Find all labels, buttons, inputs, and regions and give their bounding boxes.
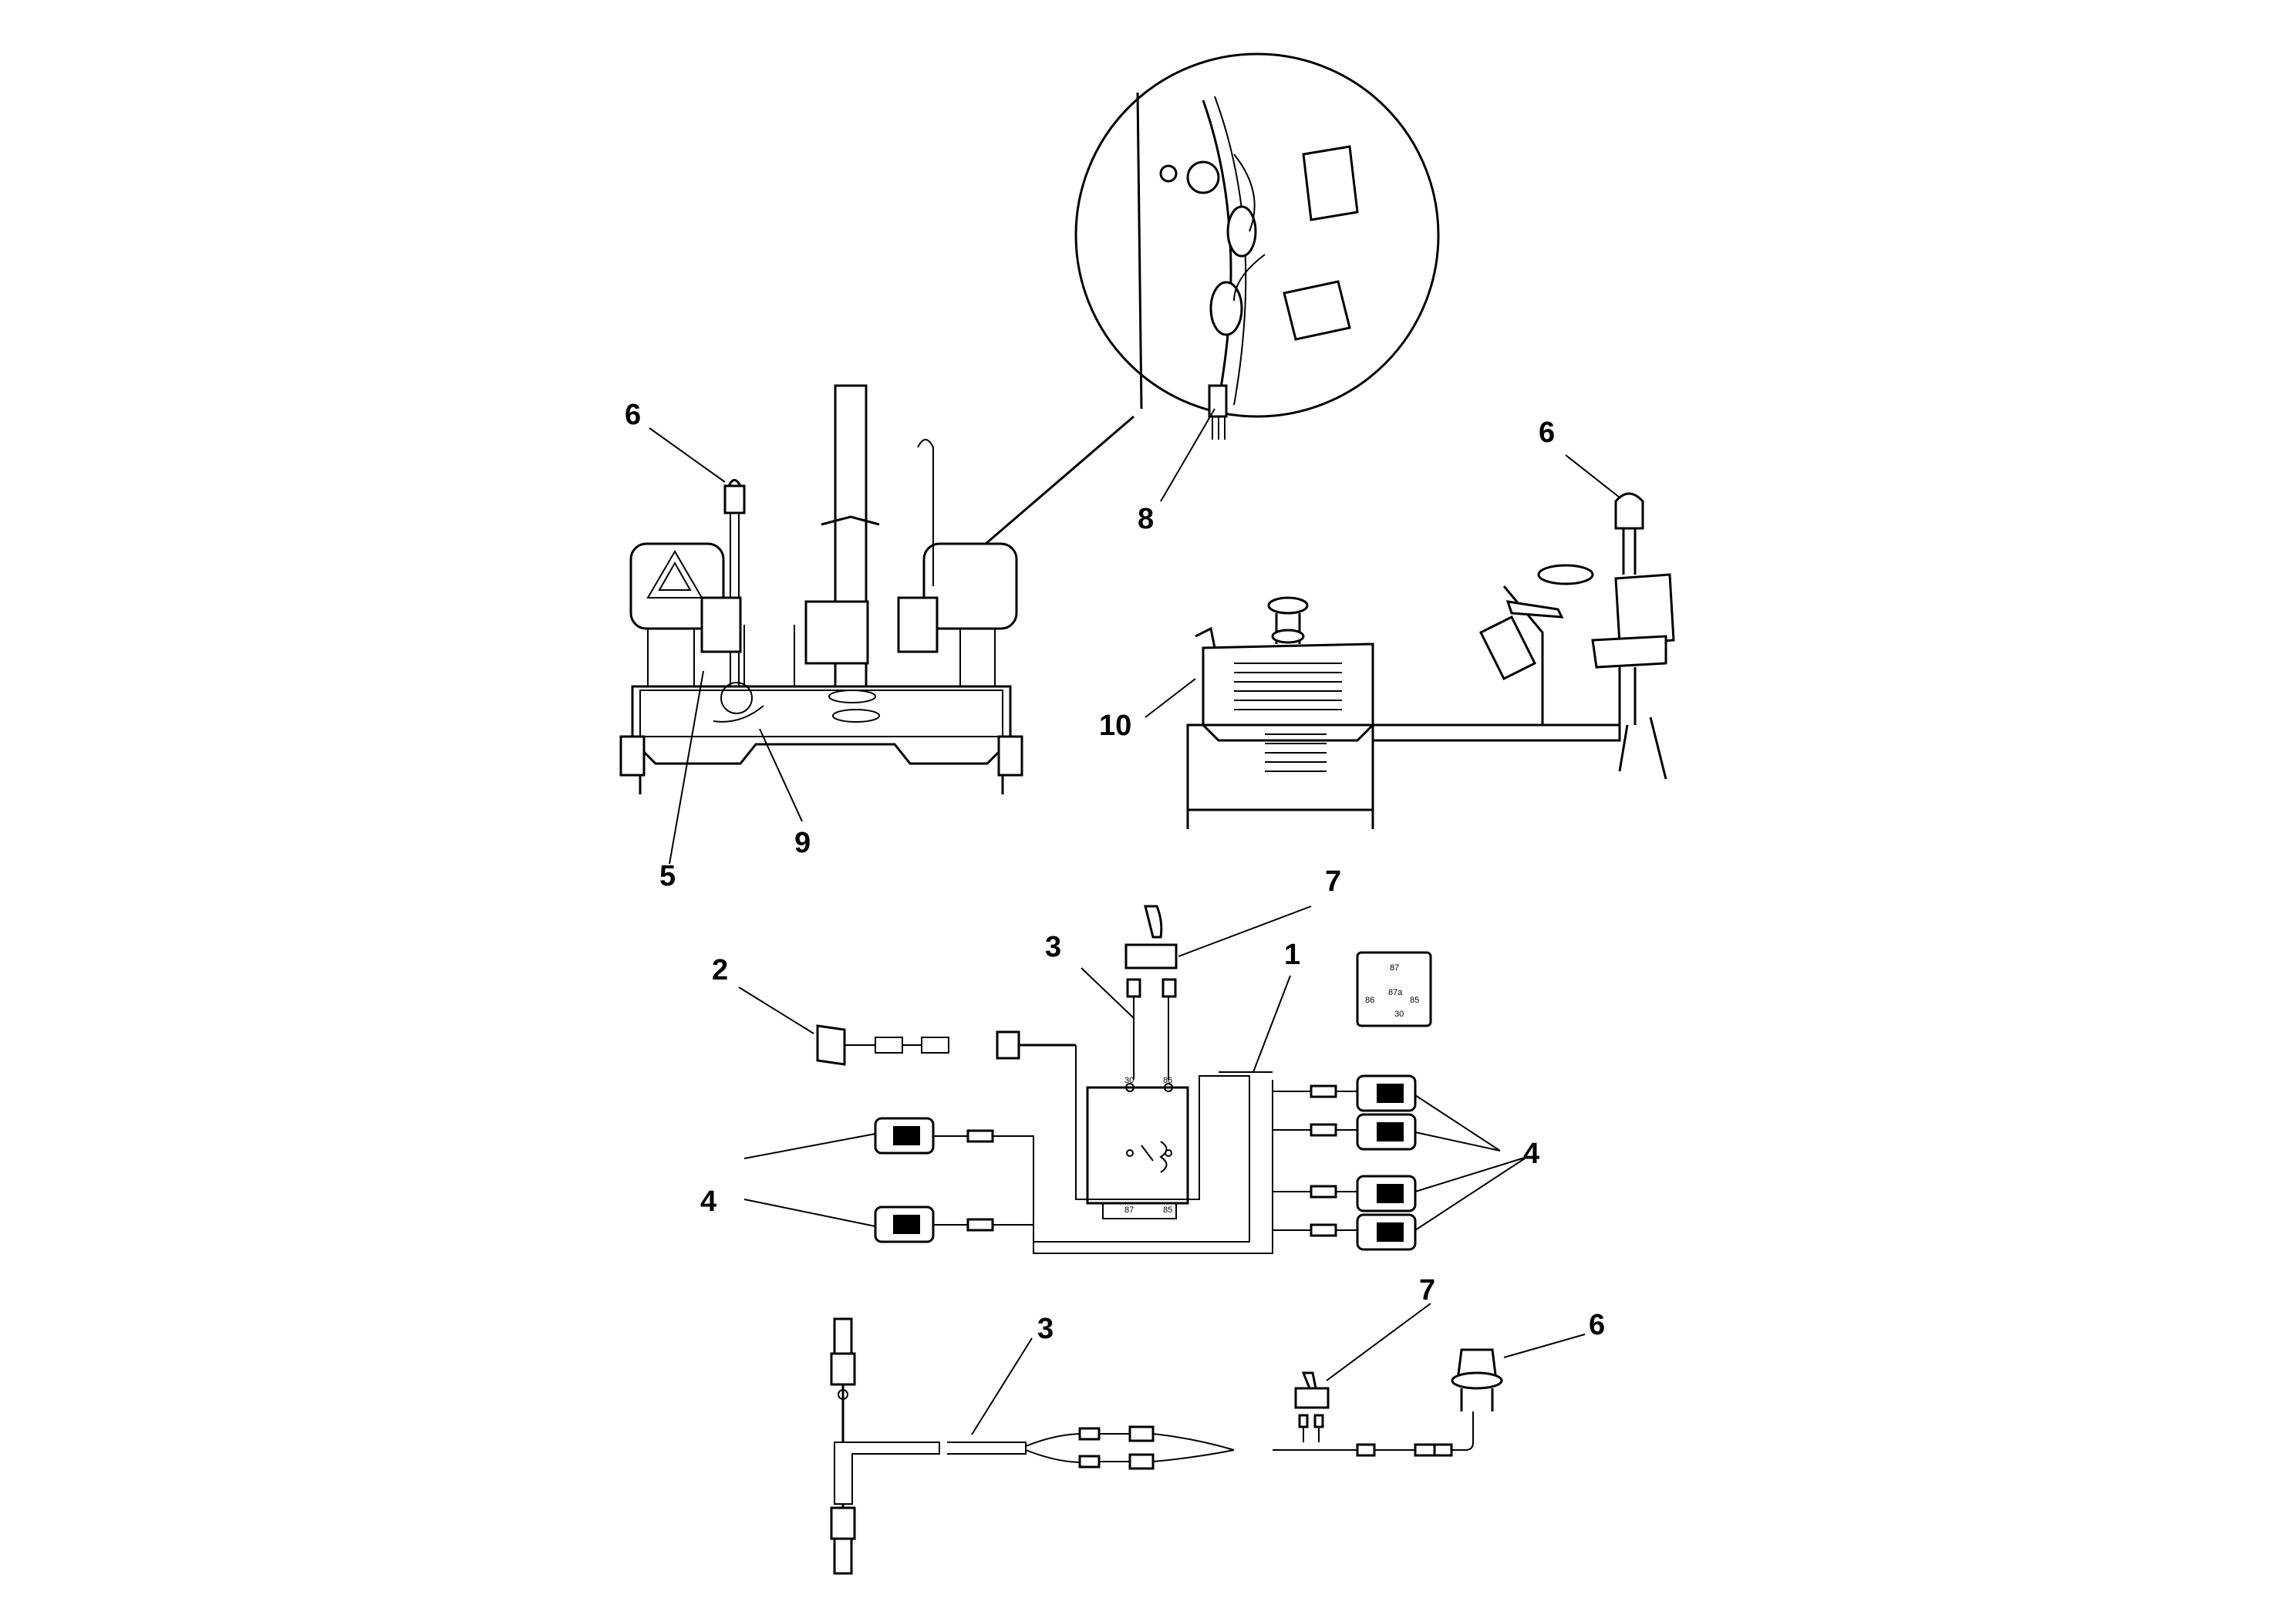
leader-6a	[649, 427, 726, 483]
leader-7b	[1326, 1303, 1431, 1381]
leader-2	[738, 986, 814, 1034]
leader-6c	[1503, 1334, 1586, 1358]
callout-4a: 4	[700, 1185, 716, 1218]
relay-symbol: 87 87a 86 85 30	[1356, 951, 1432, 1027]
callout-4b: 4	[1523, 1138, 1539, 1170]
relay-symbol-85: 85	[1410, 996, 1419, 1005]
relay-symbol-87: 87	[1390, 963, 1399, 973]
relay-terminal-86: 86	[1163, 1076, 1172, 1085]
relay-symbol-30: 30	[1394, 1010, 1404, 1019]
rear-view-machine	[619, 384, 1023, 794]
leader-6b	[1565, 454, 1620, 498]
relay-terminal-30: 30	[1124, 1076, 1134, 1085]
wiring-harness-main: 30 86 87 85	[816, 905, 1273, 1254]
callout-6b: 6	[1539, 416, 1555, 449]
callout-6c: 6	[1589, 1309, 1605, 1341]
callout-7a: 7	[1325, 865, 1341, 898]
relay-terminal-85: 85	[1163, 1206, 1172, 1215]
leader-10	[1145, 678, 1196, 718]
callout-5: 5	[659, 860, 676, 892]
relay-terminal-87: 87	[1124, 1206, 1134, 1215]
wiring-harness-bottom	[830, 1317, 1503, 1575]
leader-1	[1253, 975, 1291, 1073]
callout-8: 8	[1138, 503, 1154, 535]
callout-6a: 6	[625, 399, 641, 431]
lamp-units-right	[1273, 1074, 1417, 1251]
callout-9: 9	[794, 827, 811, 859]
leader-7a	[1178, 905, 1312, 957]
callout-3b: 3	[1037, 1313, 1054, 1345]
detail-view-circle	[1074, 52, 1440, 440]
lamp-units-left	[874, 1117, 1034, 1243]
callout-10: 10	[1099, 710, 1131, 742]
callout-1: 1	[1284, 939, 1300, 971]
callout-2: 2	[712, 954, 728, 986]
callout-3a: 3	[1045, 931, 1061, 963]
leader-4b	[1414, 1094, 1528, 1231]
leader-5	[669, 670, 704, 865]
side-view-machine	[1186, 492, 1675, 829]
callout-7b: 7	[1419, 1274, 1435, 1307]
leader-3b	[971, 1337, 1033, 1435]
relay-symbol-87a: 87a	[1388, 988, 1403, 997]
leader-8	[1160, 408, 1215, 502]
leader-3a	[1081, 967, 1135, 1019]
relay-symbol-86: 86	[1365, 996, 1374, 1005]
leader-4a	[743, 1133, 876, 1227]
leader-9	[759, 728, 803, 822]
